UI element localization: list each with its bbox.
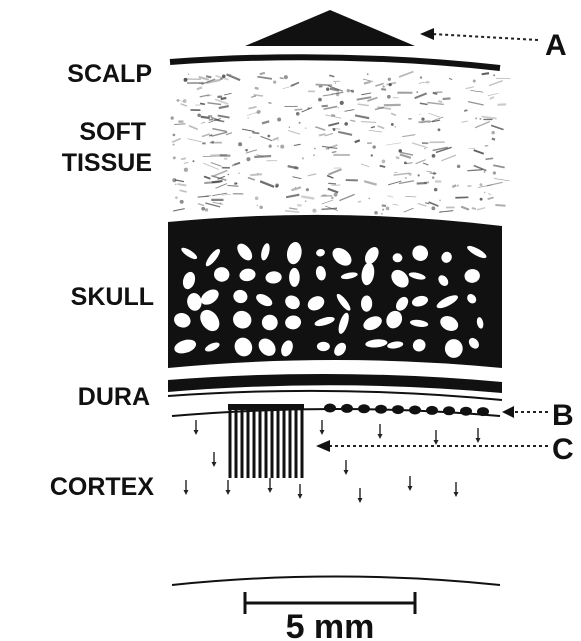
label-soft-line2: TISSUE bbox=[62, 149, 152, 177]
callout-a-label: A bbox=[545, 29, 567, 62]
callout-c-label: C bbox=[552, 433, 574, 466]
white-matter-boundary bbox=[172, 577, 500, 586]
scalp-layer bbox=[170, 57, 500, 68]
electrode-a-shape bbox=[245, 10, 415, 46]
callout-b-label: B bbox=[552, 399, 574, 432]
scale-bar-label: 5 mm bbox=[286, 608, 375, 641]
callout-a-arrow bbox=[432, 34, 538, 40]
label-cortex: CORTEX bbox=[50, 473, 155, 501]
label-dura: DURA bbox=[78, 383, 150, 411]
callout-c-arrowhead bbox=[316, 440, 330, 452]
soft-tissue-layer bbox=[171, 72, 511, 215]
label-scalp: SCALP bbox=[67, 60, 152, 88]
label-soft-line1: SOFT bbox=[79, 118, 146, 146]
label-skull: SKULL bbox=[71, 283, 154, 311]
dura-inner-line bbox=[168, 391, 502, 400]
callout-a-arrowhead bbox=[420, 28, 434, 40]
cortex-neurons bbox=[184, 420, 481, 503]
electrode-c-array bbox=[228, 404, 304, 478]
callout-b-arrowhead bbox=[502, 406, 514, 418]
